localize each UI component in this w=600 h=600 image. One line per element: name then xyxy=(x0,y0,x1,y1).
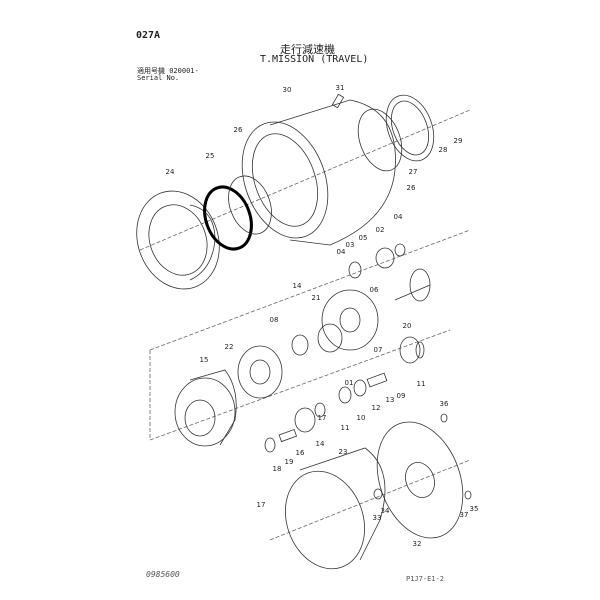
callout-14: 14 xyxy=(315,440,325,448)
serial-label-japanese: 適用号機 020001- xyxy=(137,67,199,75)
callout-37: 37 xyxy=(459,511,469,519)
callout-19: 19 xyxy=(284,458,294,466)
callout-03: 03 xyxy=(345,241,355,249)
callout-11: 11 xyxy=(340,424,350,432)
callout-20: 20 xyxy=(402,322,412,330)
callout-02: 02 xyxy=(375,226,385,234)
title-japanese: 走行減速機 xyxy=(280,43,335,56)
callout-09: 09 xyxy=(396,392,406,400)
callout-25: 25 xyxy=(205,152,215,160)
callout-08: 08 xyxy=(269,316,279,324)
callout-15: 15 xyxy=(199,356,209,364)
callout-29: 29 xyxy=(453,137,463,145)
page-code: 027A xyxy=(136,30,161,41)
callout-18: 18 xyxy=(272,465,282,473)
callout-28: 28 xyxy=(438,146,448,154)
callout-21: 21 xyxy=(311,294,321,302)
callout-16: 16 xyxy=(295,449,305,457)
callout-04: 04 xyxy=(336,248,346,256)
callout-07: 07 xyxy=(373,346,383,354)
callout-34: 34 xyxy=(380,507,390,515)
callout-22: 22 xyxy=(224,343,234,351)
serial-label-english: Serial No. xyxy=(137,74,180,82)
callout-32: 32 xyxy=(412,540,422,548)
callout-26: 26 xyxy=(406,184,416,192)
callout-27: 27 xyxy=(408,168,418,176)
callout-17: 17 xyxy=(317,414,327,422)
callout-14: 14 xyxy=(292,282,302,290)
title-english: T.MISSION (TRAVEL) xyxy=(260,54,369,65)
callout-26: 26 xyxy=(233,126,243,134)
callout-01: 01 xyxy=(344,379,354,387)
callout-04: 04 xyxy=(393,213,403,221)
callout-31: 31 xyxy=(335,84,345,92)
callout-10: 10 xyxy=(356,414,366,422)
page-reference: P1J7-E1-2 xyxy=(406,575,444,583)
callout-12: 12 xyxy=(371,404,381,412)
callout-06: 06 xyxy=(369,286,379,294)
callout-17: 17 xyxy=(256,501,266,509)
callout-24: 24 xyxy=(165,168,175,176)
callout-13: 13 xyxy=(385,396,395,404)
callout-23: 23 xyxy=(338,448,348,456)
callout-30: 30 xyxy=(282,86,292,94)
callout-35: 35 xyxy=(469,505,479,513)
figure-number: 0985600 xyxy=(146,570,180,579)
callout-33: 33 xyxy=(372,514,382,522)
callout-05: 05 xyxy=(358,234,368,242)
callout-36: 36 xyxy=(439,400,449,408)
callout-11: 11 xyxy=(416,380,426,388)
